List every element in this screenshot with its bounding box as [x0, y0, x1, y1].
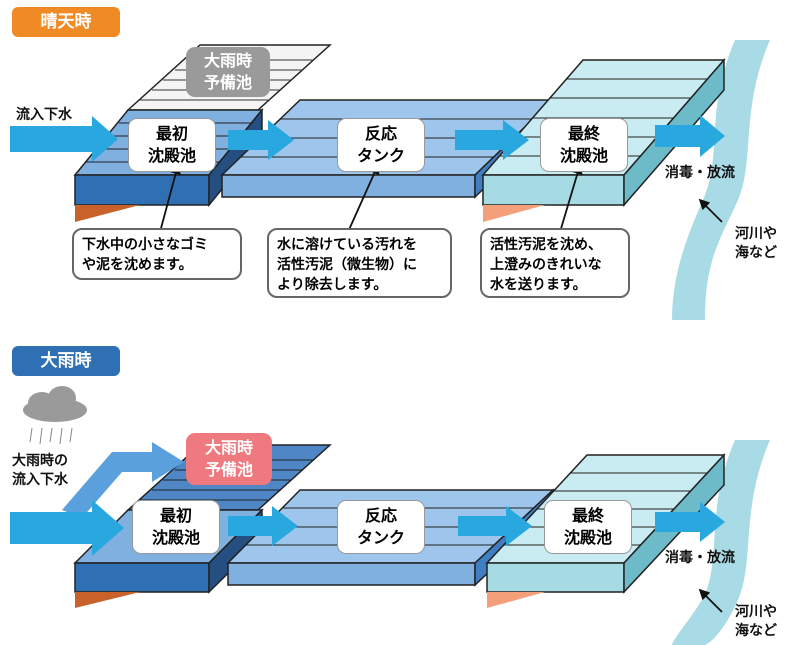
inflow-label-rain: 大雨時の 流入下水	[12, 453, 68, 488]
arrow-reaction-to-final-sunny	[455, 120, 529, 160]
rain-tag: 大雨時	[12, 346, 120, 376]
river-label-rain: 河川や 海など	[735, 604, 777, 639]
note-primary: 下水中の小さなゴミ や泥を沈めます。	[72, 228, 242, 280]
arrow-discharge-sunny	[655, 115, 725, 157]
primary-tank-label-sunny: 最初 沈殿池	[128, 118, 216, 172]
arrow-reaction-to-final-rain	[458, 506, 532, 546]
reaction-tank-label-sunny: 反応 タンク	[337, 118, 425, 172]
rain-cloud	[23, 386, 87, 445]
arrow-discharge-rain	[655, 502, 725, 542]
sunny-tag: 晴天時	[12, 7, 120, 37]
arrow-primary-to-reaction-sunny	[228, 120, 294, 160]
final-tank-label-sunny: 最終 沈殿池	[540, 118, 628, 172]
primary-tank-label-rain: 最初 沈殿池	[132, 500, 220, 554]
overflow-arrow-rain	[62, 442, 184, 518]
note-reaction: 水に溶けている汚れを 活性汚泥（微生物）に より除去します。	[267, 228, 452, 298]
discharge-label-rain: 消毒・放流	[665, 550, 735, 566]
river-shape-rain	[672, 440, 770, 645]
arrow-primary-to-reaction-rain	[228, 506, 298, 546]
note-final: 活性汚泥を沈め、 上澄みのきれいな 水を送ります。	[480, 228, 630, 298]
final-tank-label-rain: 最終 沈殿池	[544, 500, 632, 554]
sunny-scene	[10, 40, 770, 320]
discharge-label-sunny: 消毒・放流	[665, 165, 735, 181]
river-label-sunny: 河川や 海など	[735, 226, 777, 261]
reserve-tank-label-rain: 大雨時 予備池	[186, 433, 272, 485]
inflow-label-sunny: 流入下水	[16, 107, 72, 123]
inflow-arrow-sunny	[10, 116, 118, 162]
inflow-arrow-rain	[10, 500, 124, 556]
reserve-tank-label-sunny: 大雨時 予備池	[186, 47, 270, 97]
reaction-tank-label-rain: 反応 タンク	[337, 500, 425, 554]
river-shape	[672, 40, 770, 320]
